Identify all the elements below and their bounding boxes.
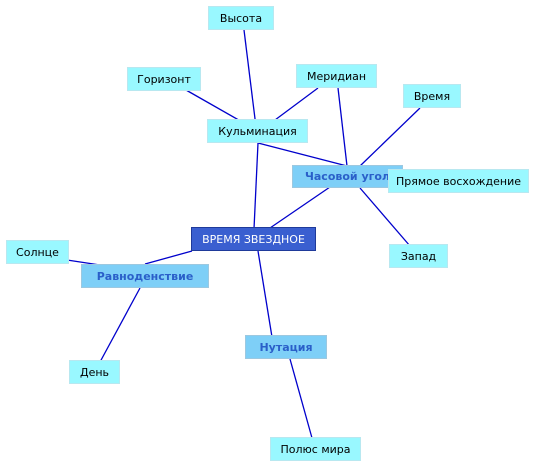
node-hour-angle-label: Часовой угол <box>305 170 390 183</box>
edge-hourangle-west <box>359 187 411 247</box>
node-west-label: Запад <box>400 249 437 263</box>
edge-culmination-meridian <box>274 87 319 121</box>
node-sidereal-time-label: ВРЕМЯ ЗВЕЗДНОЕ <box>202 232 305 246</box>
node-right-ascension-label: Прямое восхождение <box>395 174 522 188</box>
node-meridian[interactable]: Меридиан <box>296 64 377 88</box>
edge-equinox-day <box>99 287 141 363</box>
edge-root-equinox <box>144 250 193 265</box>
node-equinox[interactable]: Равноденствие <box>81 264 209 288</box>
edge-hourangle-time <box>359 107 421 167</box>
node-horizon[interactable]: Горизонт <box>127 67 201 91</box>
node-time[interactable]: Время <box>403 84 461 108</box>
node-sun-label: Солнце <box>16 245 59 259</box>
node-nutation-label: Нутация <box>259 340 313 354</box>
node-meridian-label: Меридиан <box>306 69 367 83</box>
node-height-label: Высота <box>219 11 263 25</box>
node-time-label: Время <box>413 89 451 103</box>
node-height[interactable]: Высота <box>208 6 274 30</box>
node-sun[interactable]: Солнце <box>6 240 69 264</box>
node-hour-angle[interactable]: Часовой угол <box>292 165 403 188</box>
edge-hourangle-meridian <box>337 87 348 167</box>
node-sidereal-time[interactable]: ВРЕМЯ ЗВЕЗДНОЕ <box>191 227 316 251</box>
node-culmination-label: Кульминация <box>218 124 297 138</box>
node-west[interactable]: Запад <box>389 244 448 268</box>
node-nutation[interactable]: Нутация <box>245 335 327 359</box>
node-celestial-pole[interactable]: Полюс мира <box>270 437 361 461</box>
node-right-ascension[interactable]: Прямое восхождение <box>388 169 529 193</box>
node-day-label: День <box>79 365 110 379</box>
edge-root-hourangle <box>269 186 331 229</box>
edge-nutation-pole <box>289 358 313 439</box>
node-celestial-pole-label: Полюс мира <box>280 442 351 456</box>
edge-root-culmination <box>253 142 259 230</box>
edge-root-nutation <box>257 250 273 338</box>
node-culmination[interactable]: Кульминация <box>207 119 308 143</box>
node-day[interactable]: День <box>69 360 120 384</box>
node-equinox-label: Равноденствие <box>96 269 194 283</box>
edge-culmination-hourangle <box>257 142 348 167</box>
node-horizon-label: Горизонт <box>137 72 191 86</box>
